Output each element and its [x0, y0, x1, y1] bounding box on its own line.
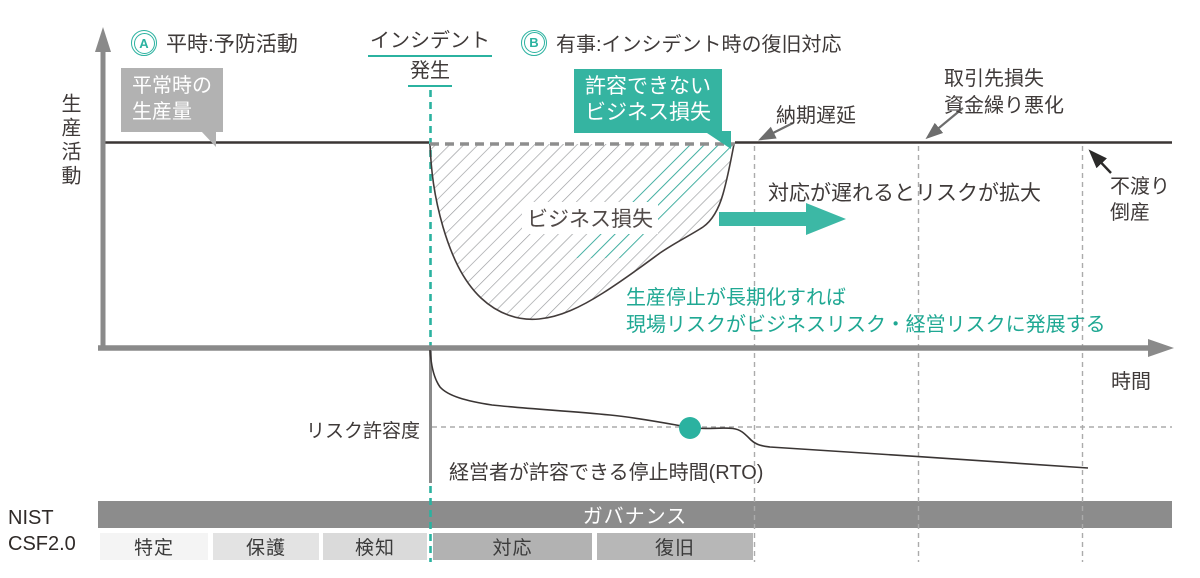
rto-label: 経営者が許容できる停止時間(RTO) — [449, 462, 764, 484]
risk-tolerance-label: リスク許容度 — [305, 421, 420, 442]
partner-loss-arrow-icon — [925, 107, 964, 140]
x-axis-arrowhead-icon — [1148, 339, 1174, 357]
bankruptcy-line1: 不渡り — [1110, 176, 1170, 198]
risk-curve — [429, 349, 1089, 469]
business-loss-curve — [429, 143, 735, 321]
badge-a-icon: A — [131, 30, 157, 56]
legend-emergency: B 有事:インシデント時の復旧対応 — [521, 28, 842, 57]
nist-segment-protect: 保護 — [213, 533, 319, 560]
y-axis-label: 生産活動 — [58, 93, 80, 189]
nist-label-line1: NIST — [8, 507, 54, 529]
governance-label: ガバナンス — [582, 506, 688, 528]
segment-label: 検知 — [354, 538, 395, 559]
long-stoppage-note-line1: 生産停止が長期化すれば — [626, 287, 846, 309]
rto-point-icon — [679, 417, 701, 439]
bankruptcy-label: 不渡り 倒産 — [1110, 174, 1170, 226]
nist-csf-label: NIST CSF2.0 — [8, 505, 76, 557]
partner-loss-line2: 資金繰り悪化 — [944, 95, 1064, 117]
nist-segment-identify: 特定 — [100, 533, 208, 560]
bubble-tail-icon — [201, 131, 216, 147]
legend-peacetime: A 平時:予防活動 — [131, 28, 298, 58]
delivery-delay-arrow-icon — [758, 122, 794, 141]
nist-segment-recover: 復旧 — [597, 533, 753, 560]
bankruptcy-line2: 倒産 — [1110, 202, 1150, 224]
legend-emergency-label: 有事:インシデント時の復旧対応 — [556, 34, 842, 56]
nist-segment-detect: 検知 — [323, 533, 427, 560]
segment-label: 対応 — [492, 538, 533, 559]
segment-label: 保護 — [245, 538, 286, 559]
bankruptcy-arrow-icon — [1088, 149, 1112, 174]
bubble-tail-icon — [704, 131, 731, 149]
unacceptable-loss-line1: 許容できない — [585, 75, 711, 98]
risk-expansion-label: 対応が遅れるとリスクが拡大 — [768, 182, 1041, 205]
partner-loss-label: 取引先損失 資金繰り悪化 — [944, 66, 1064, 120]
segment-label: 特定 — [133, 538, 174, 559]
incident-label-line2: 発生 — [408, 60, 452, 87]
normal-output-line2: 生産量 — [132, 101, 192, 123]
delivery-delay-label: 納期遅延 — [776, 105, 856, 127]
nist-label-line2: CSF2.0 — [8, 533, 76, 555]
business-loss-label: ビジネス損失 — [522, 202, 658, 234]
incident-label-line1: インシデント — [368, 30, 492, 57]
normal-output-bubble: 平常時の 生産量 — [121, 68, 223, 147]
long-stoppage-note-line2: 現場リスクがビジネスリスク・経営リスクに発展する — [626, 314, 1106, 336]
long-stoppage-note: 生産停止が長期化すれば 現場リスクがビジネスリスク・経営リスクに発展する — [626, 285, 1106, 339]
partner-loss-line1: 取引先損失 — [944, 68, 1044, 90]
normal-output-line1: 平常時の — [132, 75, 212, 97]
segment-label: 復旧 — [654, 538, 695, 559]
y-axis-arrowhead-icon — [95, 27, 111, 52]
incident-label: インシデント 発生 — [360, 30, 500, 90]
unacceptable-loss-bubble: 許容できない ビジネス損失 — [574, 69, 731, 149]
unacceptable-loss-line2: ビジネス損失 — [585, 101, 711, 124]
x-axis-label: 時間 — [1111, 371, 1151, 393]
legend-peacetime-label: 平時:予防活動 — [166, 33, 298, 56]
nist-segment-respond: 対応 — [433, 533, 592, 560]
risk-expansion-arrow-icon — [719, 203, 846, 235]
badge-b-icon: B — [521, 29, 547, 56]
governance-bar: ガバナンス — [98, 501, 1172, 528]
